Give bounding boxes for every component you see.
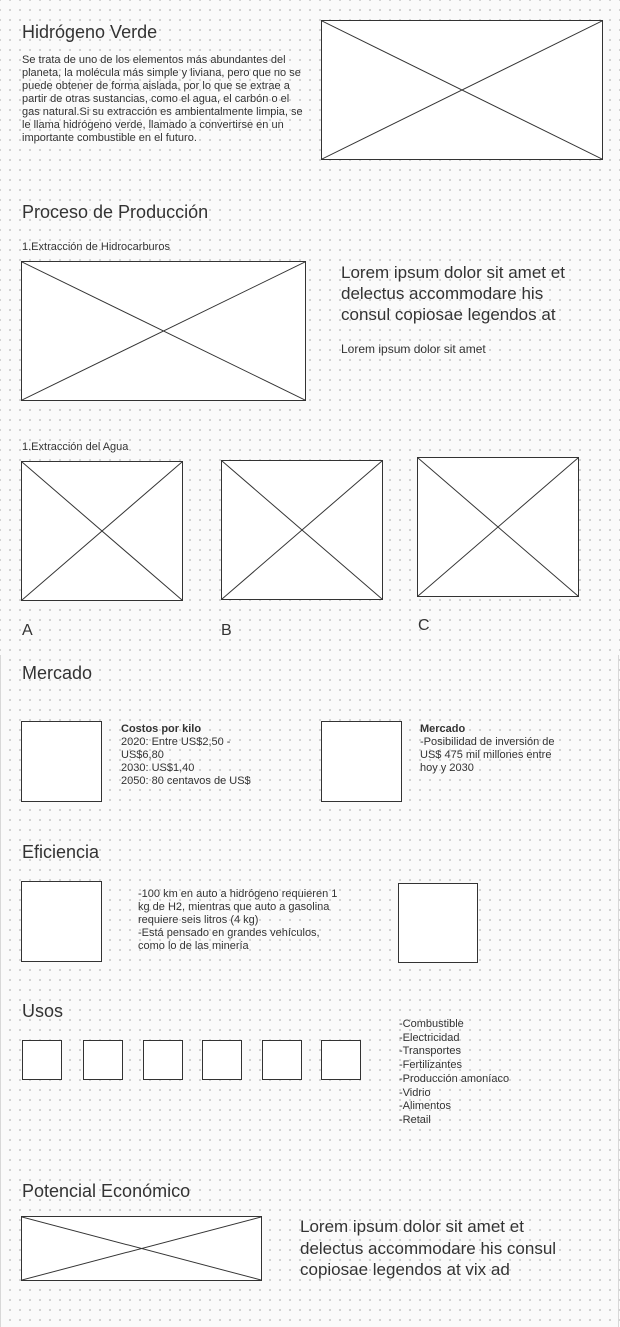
uses-section-title: Usos: [22, 1001, 64, 1021]
water-image-a-placeholder: [21, 461, 183, 601]
efficiency-line: requiere seis litros (4 kg): [138, 914, 259, 926]
use-icon-box-3: [143, 1040, 183, 1080]
uses-list-item: -Fertilizantes: [399, 1059, 462, 1072]
caption-b: B: [221, 622, 232, 639]
efficiency-image-box-right: [398, 883, 478, 963]
uses-list-item: -Vidrio: [399, 1086, 431, 1099]
costs-image-box: [21, 721, 102, 802]
use-icon-box-5: [262, 1040, 302, 1080]
market-card: Mercado -Posibilidad de inversión de US$…: [420, 723, 555, 775]
hero-description: Se trata de uno de los elementos más abu…: [22, 54, 303, 144]
uses-list-item: -Transportes: [399, 1045, 461, 1058]
market-image-box: [321, 721, 402, 802]
production-section-title: Proceso de Producción: [22, 202, 209, 222]
economic-potential-image-placeholder: [21, 1216, 262, 1281]
market-line: hoy y 2030: [420, 762, 474, 774]
uses-list-item: -Combustible: [399, 1018, 464, 1030]
step-hydrocarbons-label: 1.Extracción de Hidrocarburos: [22, 241, 170, 253]
efficiency-section-title: Eficiencia: [22, 842, 100, 862]
use-icon-box-6: [321, 1040, 361, 1080]
efficiency-line: como lo de las minería: [138, 940, 249, 952]
market-card-title: Mercado: [420, 723, 466, 735]
economic-potential-lorem: Lorem ipsum dolor sit amet et delectus a…: [300, 1217, 557, 1279]
costs-card: Costos por kilo 2020: Entre US$2,50 - US…: [121, 723, 251, 788]
costs-line: 2030: US$1,40: [121, 762, 195, 774]
market-section-title: Mercado: [22, 663, 93, 683]
uses-list-item: -Alimentos: [399, 1100, 451, 1113]
efficiency-text: -100 km en auto a hidrógeno requieren 1 …: [138, 888, 337, 953]
uses-list-item: -Electricidad: [399, 1031, 460, 1044]
uses-list: -Combustible -Electricidad -Transportes …: [399, 1018, 509, 1128]
use-icon-box-2: [83, 1040, 123, 1080]
economic-potential-title: Potencial Económico: [22, 1181, 191, 1201]
efficiency-line: -Está pensado en grandes vehículos,: [138, 927, 320, 939]
caption-a: A: [22, 622, 33, 639]
water-image-c-placeholder: [417, 457, 579, 597]
costs-line: 2020: Entre US$2,50 -: [121, 736, 231, 748]
market-line: -Posibilidad de inversión de: [420, 736, 555, 748]
efficiency-line: kg de H2, mientras que auto a gasolina: [138, 901, 330, 913]
efficiency-image-box-left: [21, 881, 102, 962]
page-edge-right: [618, 655, 619, 1327]
page-edge-left: [0, 655, 1, 1327]
caption-c: C: [418, 617, 430, 634]
hydrocarbons-image-placeholder: [21, 261, 306, 401]
use-icon-box-4: [202, 1040, 242, 1080]
production-lorem-large: Lorem ipsum dolor sit amet et delectus a…: [341, 263, 565, 324]
use-icon-box-1: [22, 1040, 62, 1080]
costs-title: Costos por kilo: [121, 723, 202, 735]
uses-list-item: -Producción amoníaco: [399, 1072, 510, 1085]
costs-line: US$6,80: [121, 749, 164, 761]
step-water-label: 1.Extracción del Agua: [22, 441, 129, 453]
efficiency-line: -100 km en auto a hidrógeno requieren 1: [138, 888, 338, 900]
costs-line: 2050: 80 centavos de US$: [121, 775, 251, 787]
uses-list-item: -Retail: [399, 1113, 431, 1126]
production-lorem-small: Lorem ipsum dolor sit amet: [341, 342, 486, 356]
market-line: US$ 475 mil millones entre: [420, 749, 552, 761]
water-image-b-placeholder: [221, 460, 383, 600]
hero-image-placeholder: [321, 20, 603, 160]
hero-title: Hidrógeno Verde: [22, 22, 158, 42]
